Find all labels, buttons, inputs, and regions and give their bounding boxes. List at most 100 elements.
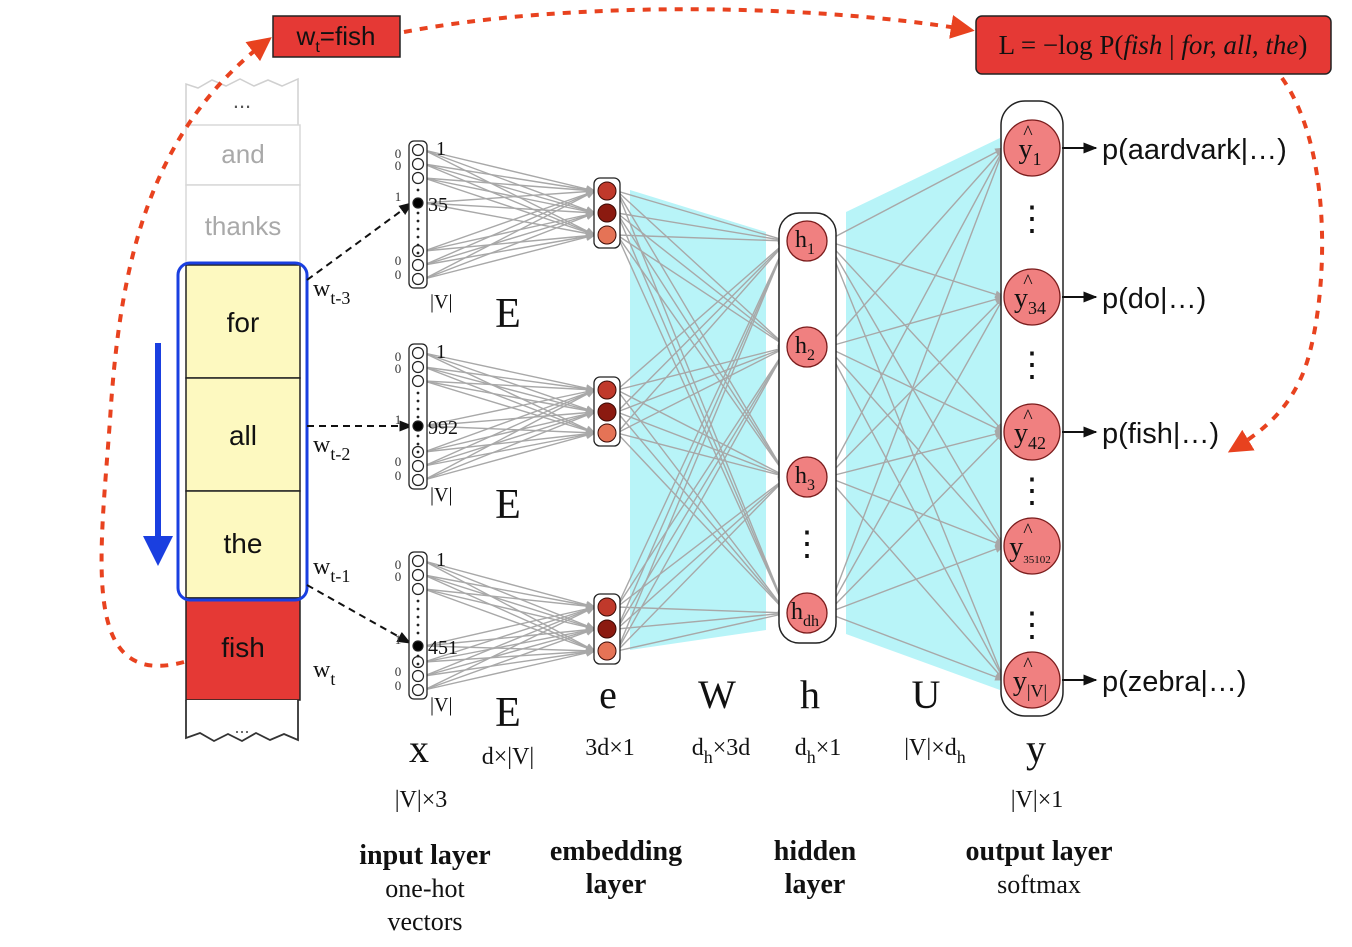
edge-onehot-embedding xyxy=(423,163,596,236)
output-node-5: ^y|V| xyxy=(1003,651,1061,709)
token-top-ellipsis: ... xyxy=(233,88,251,113)
embedding-vector-1 xyxy=(593,177,621,249)
output-probabilities: p(aardvark|…)p(do|…)p(fish|…)p(zebra|…) xyxy=(1062,134,1287,698)
probability-output-5: p(zebra|…) xyxy=(1062,666,1247,698)
onehot-side-value: 1 xyxy=(395,632,402,647)
hidden-to-output-edges xyxy=(826,147,1005,681)
hidden-node-circle xyxy=(786,592,828,634)
edge-onehot-embedding xyxy=(423,366,596,434)
output-node-3: ^y42 xyxy=(1003,403,1061,461)
edge-onehot-embedding xyxy=(423,177,596,236)
loss-to-fish-prob-arrow xyxy=(1227,76,1325,453)
token-column: ... and thanks for all the fish ... xyxy=(143,77,309,743)
onehot-ellipsis-dot xyxy=(416,607,420,611)
edge-embedding-hidden xyxy=(616,190,788,614)
loss-formula-box xyxy=(975,15,1332,75)
y-dimension: |V|×1 xyxy=(1011,787,1063,813)
x-dimension: |V|×3 xyxy=(395,787,447,813)
h-symbol: h xyxy=(800,672,820,717)
position-labels: wt-3 wt-2 wt-1 wt xyxy=(313,276,350,689)
edge-embedding-hidden xyxy=(616,432,788,614)
onehot-ellipsis-dot xyxy=(416,662,420,666)
output-node-label: y42 xyxy=(1014,418,1046,453)
edge-onehot-embedding xyxy=(423,212,596,280)
hidden-layer-outline xyxy=(778,212,837,644)
target-box: wt=fish xyxy=(272,15,401,58)
embedding-to-hidden-edges xyxy=(616,190,788,652)
edge-embedding-hidden xyxy=(616,476,788,630)
E-dimension: d×|V| xyxy=(482,744,534,770)
onehot-ellipsis-dot xyxy=(416,211,420,215)
onehot-active-index: 992 xyxy=(428,417,458,439)
onehot-ellipsis-dot xyxy=(416,188,420,192)
onehot-ellipsis-dot xyxy=(416,442,420,446)
onehot-ellipsis-dot xyxy=(416,243,420,247)
onehot-side-value: 0 xyxy=(395,569,402,584)
edge-hidden-output xyxy=(826,296,1005,614)
onehot-size-label: |V| xyxy=(430,694,452,716)
onehot-ellipsis-dot xyxy=(416,654,420,658)
edge-embedding-hidden xyxy=(616,609,788,630)
onehot-cell xyxy=(411,244,425,258)
onehot-ellipsis-dot xyxy=(416,623,420,627)
onehot-cell xyxy=(411,143,425,157)
edge-embedding-hidden xyxy=(616,240,788,652)
edge-onehot-embedding xyxy=(423,560,596,609)
onehot-active-cell xyxy=(412,640,424,652)
output-node-hat: ^ xyxy=(1023,271,1033,293)
onehot-side-value: 0 xyxy=(395,349,402,364)
token-fish: fish xyxy=(221,632,265,663)
edge-onehot-embedding xyxy=(423,588,596,631)
position-label-t: wt xyxy=(313,657,335,689)
token-thanks: thanks xyxy=(205,211,282,241)
output-node-hat: ^ xyxy=(1023,406,1033,428)
token-box-the xyxy=(185,490,301,599)
output-node-label: y|V| xyxy=(1013,666,1047,701)
onehot-ellipsis-dot xyxy=(416,219,420,223)
edge-onehot-embedding xyxy=(423,149,596,193)
onehot-ellipsis-dot xyxy=(416,615,420,619)
onehot-cell xyxy=(411,374,425,388)
output-node-hat: ^ xyxy=(1023,122,1033,144)
lookup-arrow-the xyxy=(306,584,412,644)
onehot-side-value: 0 xyxy=(395,678,402,693)
edge-onehot-embedding xyxy=(423,231,596,252)
edge-embedding-hidden xyxy=(616,476,788,608)
edge-embedding-hidden xyxy=(616,411,788,614)
onehot-ellipsis-dot xyxy=(416,399,420,403)
edge-hidden-output xyxy=(826,240,1005,299)
edge-onehot-embedding xyxy=(423,411,596,481)
embedding-vector-3 xyxy=(593,593,621,665)
edge-onehot-embedding xyxy=(423,233,596,280)
edge-onehot-embedding xyxy=(423,389,596,481)
embedding-unit xyxy=(597,225,617,245)
output-node-hat: ^ xyxy=(1023,520,1033,542)
U-dimension: |V|×dh xyxy=(904,735,965,767)
hidden-node-2: h2 xyxy=(786,326,828,368)
edge-hidden-output xyxy=(826,147,1005,478)
onehot-side-value: 1 xyxy=(395,412,402,427)
edge-hidden-output xyxy=(826,147,1005,614)
edge-onehot-embedding xyxy=(423,380,596,394)
edge-onehot-embedding xyxy=(423,149,596,236)
edge-onehot-embedding xyxy=(423,389,596,467)
onehot-cell xyxy=(411,582,425,596)
edge-embedding-hidden xyxy=(616,212,788,478)
onehot-active-index: 35 xyxy=(428,194,448,216)
onehot-cell xyxy=(411,683,425,697)
edge-onehot-embedding xyxy=(423,560,596,630)
edge-embedding-hidden xyxy=(616,234,788,348)
edge-embedding-hidden xyxy=(616,212,788,614)
onehot-side-value: 0 xyxy=(395,664,402,679)
token-for: for xyxy=(227,307,260,338)
output-node-2: ^y34 xyxy=(1003,268,1061,326)
edge-hidden-output xyxy=(826,346,1005,433)
edge-hidden-output xyxy=(826,346,1005,681)
edge-onehot-embedding xyxy=(423,648,596,677)
hidden-node-1: h1 xyxy=(786,220,828,262)
edge-onehot-embedding xyxy=(423,410,596,453)
input-layer-subtitle-2: vectors xyxy=(387,907,462,936)
token-all: all xyxy=(229,420,257,451)
